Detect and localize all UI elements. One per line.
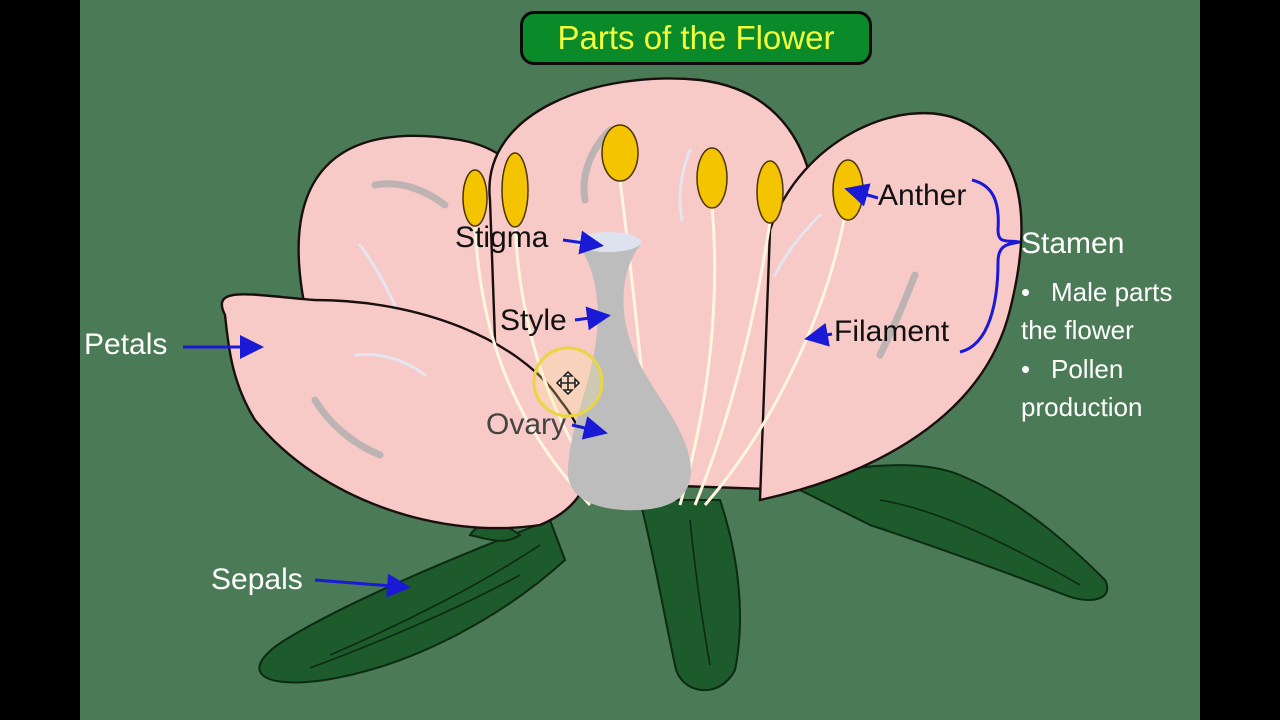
stamen-label: Stamen (1021, 227, 1125, 260)
label-arrows (183, 183, 879, 598)
petal-highlights (311, 126, 919, 459)
filament-arrow (804, 322, 833, 347)
bullet-glyph: • (1021, 277, 1031, 307)
page-title: Parts of the Flower (557, 19, 835, 56)
petals-label: Petals (84, 328, 168, 361)
bullet-glyph: • (1021, 353, 1031, 384)
note-line-cont: production (1021, 392, 1143, 423)
note-line: Male parts (1051, 277, 1173, 307)
ovary-label: Ovary (486, 408, 567, 441)
filament-label: Filament (834, 315, 950, 348)
sepals-label: Sepals (211, 563, 303, 596)
style-arrow (574, 306, 611, 331)
sepals-shape (258, 464, 1109, 692)
note-item: • Pollen (1021, 350, 1172, 388)
cursor-highlight (532, 346, 604, 418)
note-item: • Male parts (1021, 273, 1172, 311)
title-banner: Parts of the Flower (520, 11, 872, 65)
stigma-arrow (562, 230, 604, 255)
stigma-label: Stigma (455, 221, 549, 254)
style-label: Style (500, 304, 567, 337)
anther-shapes (462, 124, 864, 228)
anther-arrow (844, 183, 879, 207)
note-line: Pollen (1051, 353, 1124, 384)
petal-highlights-light (353, 148, 822, 377)
ovary-arrow (571, 416, 608, 440)
stamen-notes: • Male parts the flower • Pollen productio… (1021, 273, 1172, 427)
sepals-arrow (314, 573, 411, 598)
sepal-veins (309, 499, 1081, 669)
move-cursor-icon (555, 370, 581, 396)
stamen-brace (959, 178, 1021, 354)
note-line-cont: the flower (1021, 315, 1134, 346)
anther-label: Anther (878, 179, 967, 212)
flower-diagram (183, 77, 1109, 692)
diagram-slide: Parts of the Flower (80, 0, 1200, 720)
